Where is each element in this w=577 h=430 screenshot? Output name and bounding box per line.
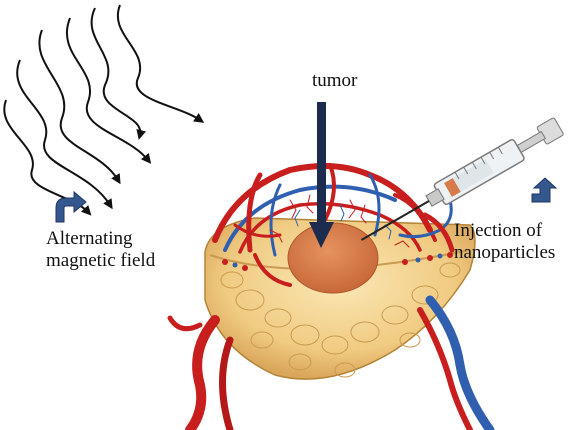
magnetic-field-label: Alternating magnetic field [46,228,155,272]
injection-label-line2: nanoparticles [454,242,555,264]
tumor-mass [288,223,378,293]
tumor-pointer-arrow [309,102,334,248]
injection-label-line1: Injection of [454,220,555,242]
up-arrow-icon [532,178,556,202]
magnetic-field-label-line2: magnetic field [46,250,155,272]
field-wave-line [67,18,148,160]
magnetic-field-waves [4,5,200,212]
field-wave-line [118,5,200,120]
tumor-label: tumor [312,70,357,92]
field-wave-line [92,8,141,135]
injection-label: Injection of nanoparticles [454,220,555,264]
magnetic-field-label-line1: Alternating [46,228,155,250]
